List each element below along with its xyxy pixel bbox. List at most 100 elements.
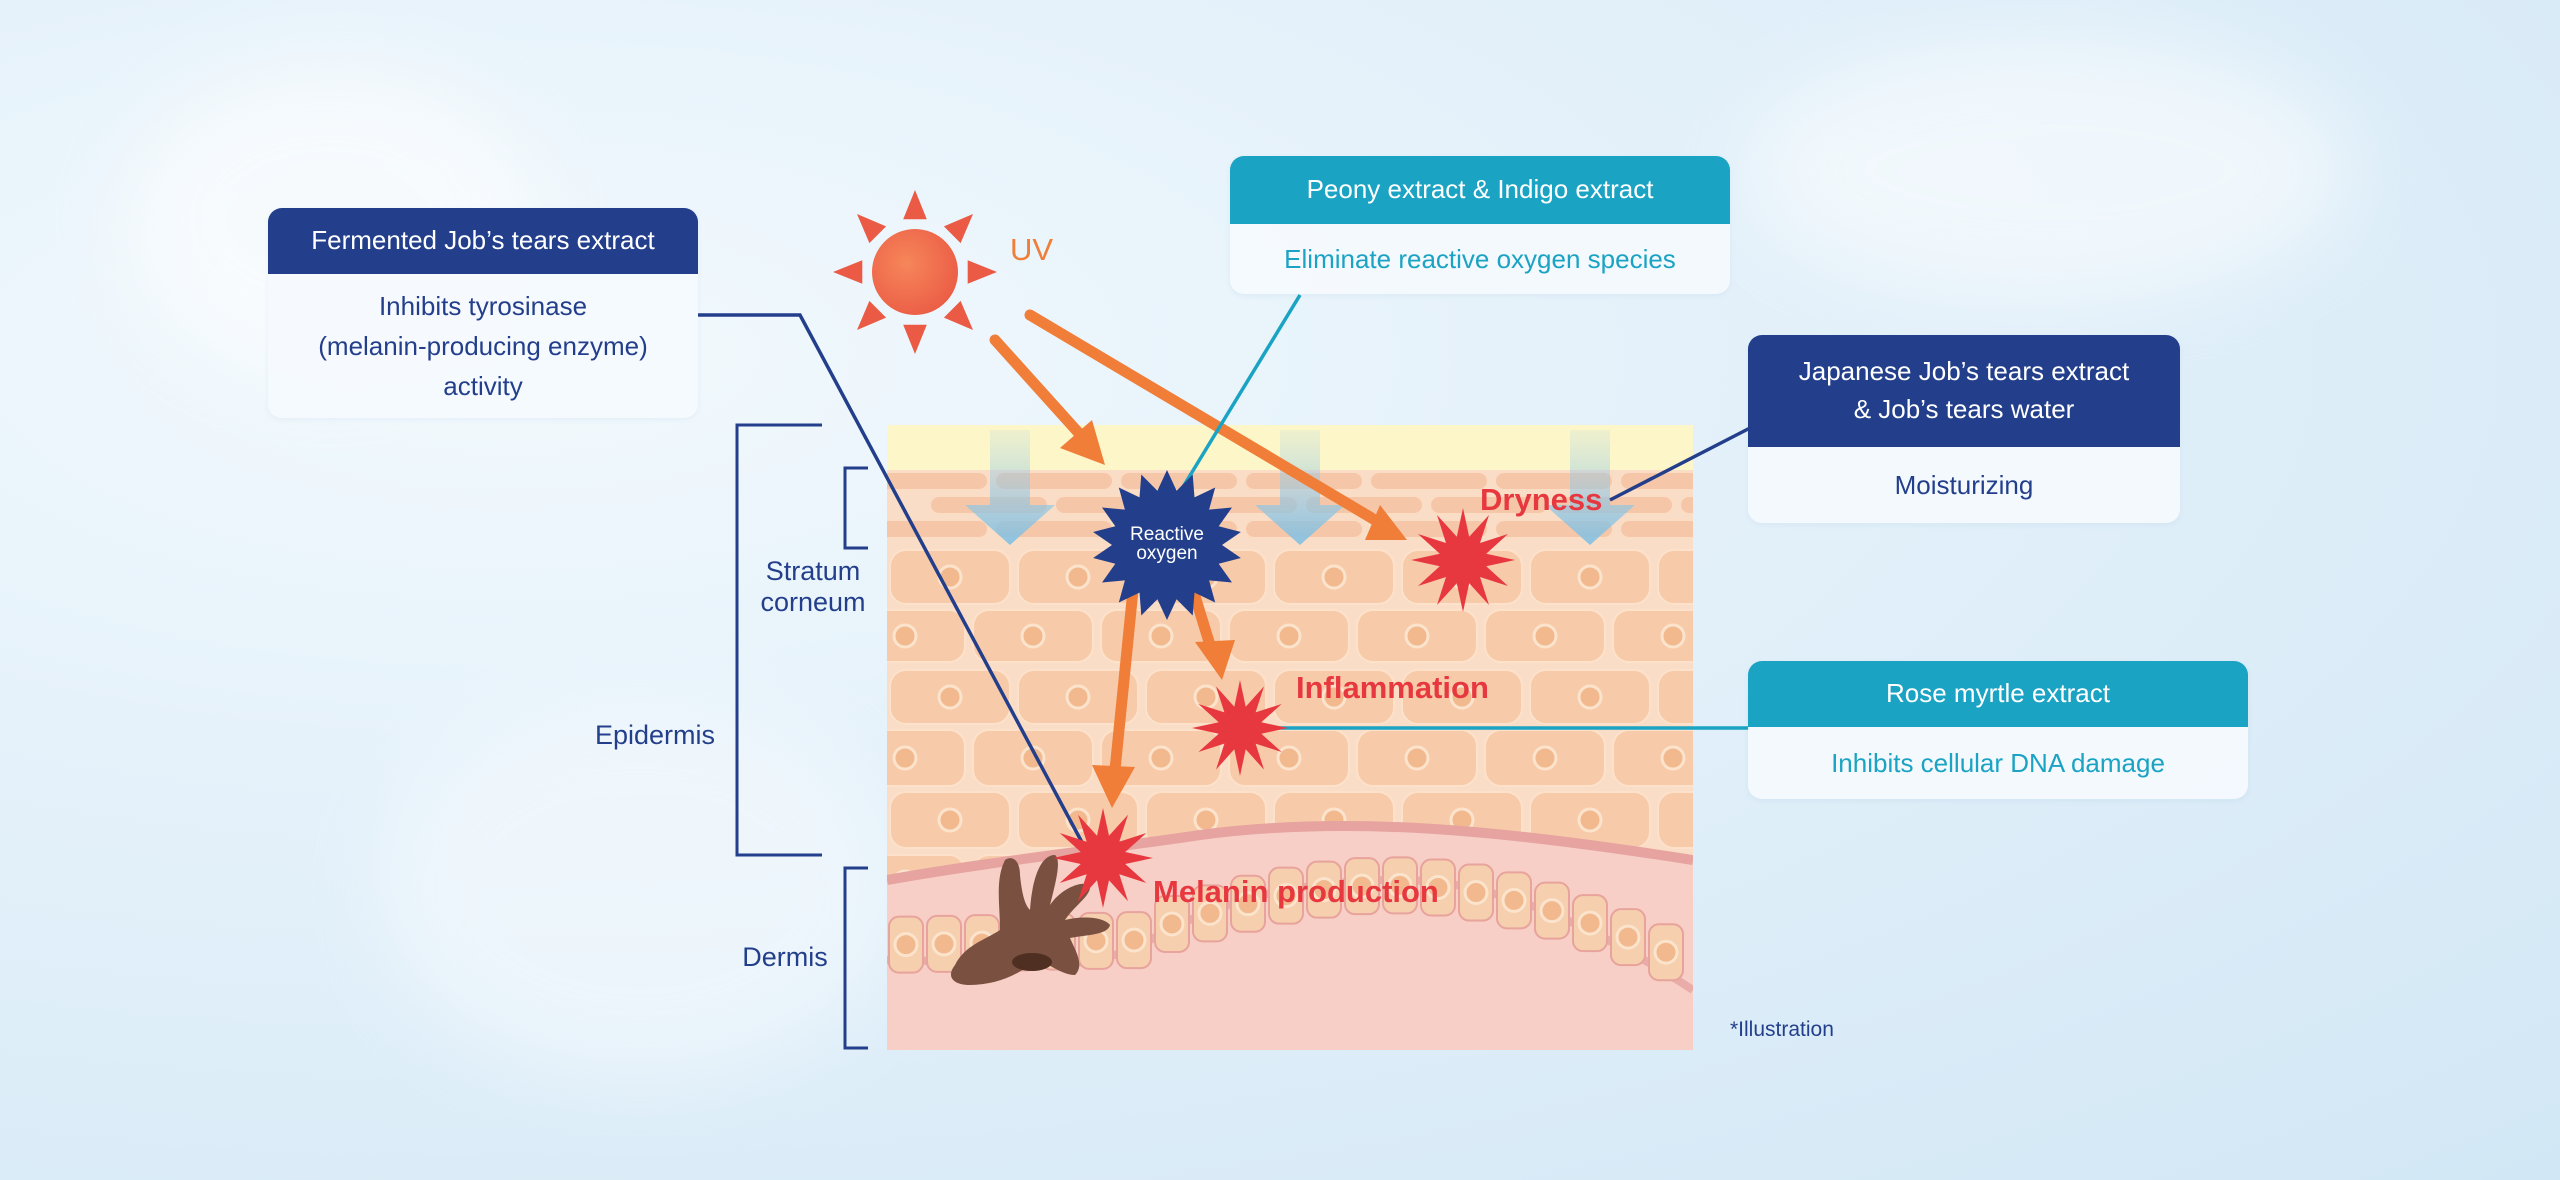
- skin-cell: [1369, 471, 1489, 491]
- cell-nucleus: [1577, 684, 1603, 710]
- cell-nucleus: [1349, 873, 1375, 899]
- illustration-note: *Illustration: [1730, 1018, 1834, 1041]
- cell-nucleus: [1020, 623, 1046, 649]
- cell-nucleus: [937, 807, 963, 833]
- dryness-burst: [1411, 508, 1515, 612]
- cell-nucleus: [1065, 684, 1091, 710]
- cell-nucleus: [1532, 745, 1558, 771]
- dryness-label: Dryness: [1480, 482, 1603, 517]
- skin-cell: [1612, 729, 1693, 787]
- peony-extract-box: Peony extract & Indigo extract Eliminate…: [1230, 156, 1730, 294]
- skin-cell: [1679, 495, 1693, 515]
- sun-ray: [903, 324, 927, 354]
- cell-nucleus: [1321, 684, 1347, 710]
- cell-nucleus: [1121, 927, 1147, 953]
- reactive-oxygen-burst: [1093, 470, 1241, 620]
- skin-cross-section: [887, 425, 1729, 1050]
- skin-cell: [887, 471, 989, 491]
- cell-nucleus: [1193, 684, 1219, 710]
- cell-nucleus: [1653, 939, 1679, 965]
- rose-myrtle-title: Rose myrtle extract: [1748, 661, 2248, 727]
- cell-nucleus: [1148, 623, 1174, 649]
- fermented-line-3: activity: [443, 371, 523, 402]
- peony-extract-description: Eliminate reactive oxygen species: [1284, 243, 1676, 274]
- cell-nucleus: [1449, 684, 1475, 710]
- cell-nucleus: [1065, 564, 1091, 590]
- skin-cell: [887, 609, 966, 663]
- cell-nucleus: [1577, 910, 1603, 936]
- epidermis-bracket: [735, 423, 822, 857]
- melanocyte-nucleus: [1012, 953, 1052, 971]
- cell-nucleus: [1660, 745, 1686, 771]
- cell-nucleus: [1615, 924, 1641, 950]
- epidermis-label: Epidermis: [594, 720, 716, 750]
- cell-nucleus: [893, 932, 919, 958]
- cell-nucleus: [1235, 891, 1261, 917]
- cell-nucleus: [1660, 623, 1686, 649]
- connector-lines: [698, 294, 1751, 849]
- cell-nucleus: [1273, 883, 1299, 909]
- stratum-line-1: Stratum: [765, 556, 861, 586]
- cell-nucleus: [1532, 623, 1558, 649]
- reactive-oxygen-label: Reactive oxygen: [1112, 525, 1222, 563]
- melanocyte: [950, 855, 1110, 985]
- sun-ray: [857, 214, 887, 244]
- sun-ray: [833, 260, 863, 284]
- sun-ray: [857, 300, 887, 330]
- skin-cell: [1657, 791, 1693, 849]
- sun-ray: [967, 260, 997, 284]
- skin-cell: [887, 729, 966, 787]
- skin-cell: [1657, 549, 1693, 605]
- stratum-line-2: corneum: [760, 587, 866, 618]
- cell-nucleus: [937, 684, 963, 710]
- dermis-label: Dermis: [742, 942, 828, 972]
- cell-nucleus: [892, 745, 918, 771]
- fermented-extract-title: Fermented Job’s tears extract: [268, 208, 698, 274]
- layer-brackets: [735, 423, 868, 1050]
- skin-cell: [1119, 471, 1239, 491]
- japanese-extract-description: Moisturizing: [1894, 469, 2034, 500]
- cell-nucleus: [931, 931, 957, 957]
- sun-icon: [833, 190, 997, 354]
- inflammation-burst: [1192, 680, 1288, 776]
- dermis-bracket: [843, 866, 868, 1050]
- rose-myrtle-description: Inhibits cellular DNA damage: [1831, 747, 2165, 778]
- cell-nucleus: [1707, 686, 1729, 708]
- reactive-oxygen-line-1: Reactive: [1130, 524, 1204, 545]
- cell-nucleus: [1193, 807, 1219, 833]
- cell-nucleus: [1577, 807, 1603, 833]
- rose-myrtle-box: Rose myrtle extract Inhibits cellular DN…: [1748, 661, 2248, 799]
- japanese-title-line-2: & Job’s tears water: [1853, 394, 2075, 424]
- cell-nucleus: [1707, 566, 1729, 588]
- skin-cell: [1619, 519, 1693, 539]
- japanese-extract-title: Japanese Job’s tears extract & Job’s tea…: [1748, 335, 2180, 447]
- reactive-oxygen-line-2: oxygen: [1136, 543, 1198, 564]
- cell-nucleus: [1707, 809, 1729, 831]
- cell-nucleus: [1539, 898, 1565, 924]
- fermented-extract-box: Fermented Job’s tears extract Inhibits t…: [268, 208, 698, 418]
- background-blob: [1750, 40, 2350, 300]
- stratum-bracket: [843, 466, 868, 550]
- background-blob: [380, 700, 900, 1080]
- skin-cell: [1657, 669, 1693, 725]
- cell-nucleus: [1463, 880, 1489, 906]
- cell-nucleus: [1404, 623, 1430, 649]
- fermented-extract-description: Inhibits tyrosinase (melanin-producing e…: [268, 274, 698, 418]
- peony-extract-title: Peony extract & Indigo extract: [1230, 156, 1730, 224]
- sun-ray: [903, 190, 927, 220]
- cell-nucleus: [1276, 623, 1302, 649]
- fermented-line-2: (melanin-producing enzyme): [318, 330, 648, 361]
- sun-ray: [943, 300, 973, 330]
- skin-cell: [887, 519, 989, 539]
- skin-cell: [1612, 609, 1693, 663]
- melanin-burst: [1053, 808, 1153, 908]
- melanin-production-label: Melanin production: [1153, 874, 1439, 909]
- cell-nucleus: [1425, 875, 1451, 901]
- cell-nucleus: [1387, 872, 1413, 898]
- cell-nucleus: [1577, 564, 1603, 590]
- cell-nucleus: [1159, 911, 1185, 937]
- stratum-corneum-label: Stratum corneum: [748, 556, 878, 618]
- inflammation-label: Inflammation: [1296, 670, 1489, 705]
- cell-nucleus: [1501, 887, 1527, 913]
